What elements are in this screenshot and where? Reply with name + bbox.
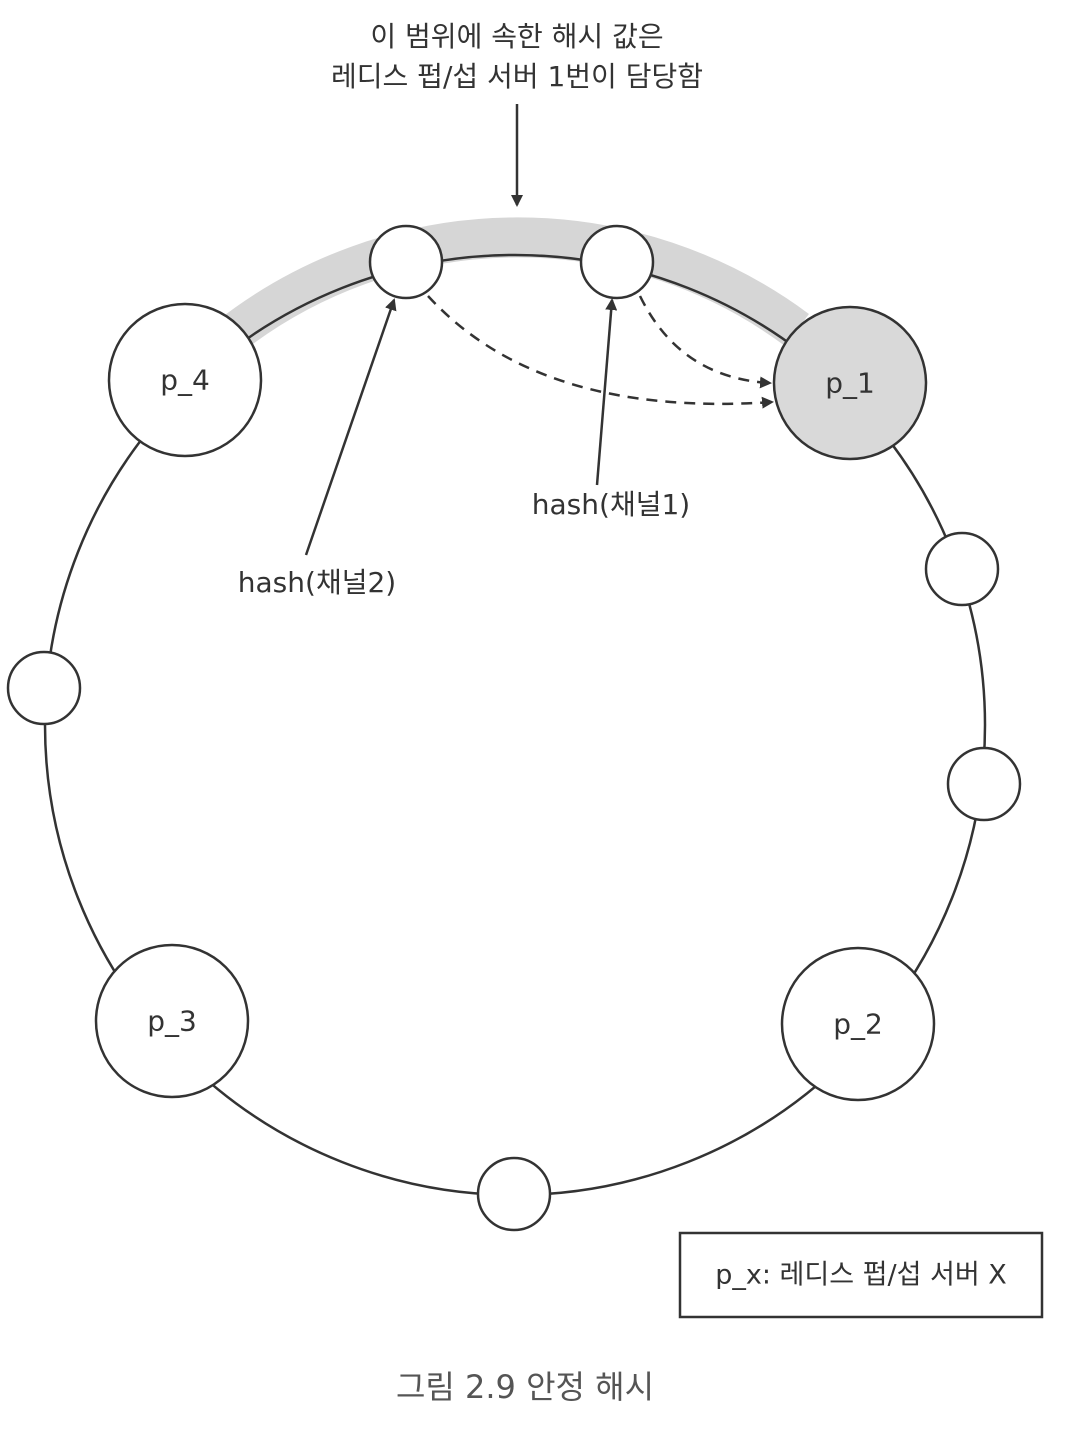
legend: p_x: 레디스 펍/섭 서버 X: [678, 1231, 1044, 1319]
ring-node: [476, 1156, 552, 1232]
server-label-p4: p_4: [160, 364, 210, 397]
server-label-p1: p_1: [825, 367, 875, 400]
ring-node: [924, 531, 1000, 607]
dashed-arrow-channel1-to-p1: [638, 295, 772, 389]
server-node-p2: p_2: [780, 946, 936, 1102]
annotation-line2: 레디스 펍/섭 서버 1번이 담당함: [331, 60, 703, 93]
highlight-range-band: [216, 217, 809, 353]
server-label-p3: p_3: [147, 1005, 197, 1038]
figure-caption: 그림 2.9 안정 해시: [396, 1368, 654, 1406]
pointer-arrow-channel1: [595, 298, 618, 486]
hash-label-channel1: hash(채널1): [532, 488, 690, 521]
ring-node: [946, 746, 1022, 822]
annotation-line1: 이 범위에 속한 해시 값은: [370, 20, 663, 53]
server-node-p1: p_1: [772, 305, 928, 461]
ring-node: [6, 650, 82, 726]
hash-label-channel2: hash(채널2): [238, 566, 396, 599]
ring-node-hash-channel2: [368, 224, 444, 300]
pointer-arrow-channel2: [304, 298, 397, 556]
dashed-arrow-channel2-to-p1: [427, 295, 774, 409]
server-node-p3: p_3: [94, 943, 250, 1099]
server-label-p2: p_2: [833, 1008, 883, 1041]
server-node-p4: p_4: [107, 302, 263, 458]
ring-node-hash-channel1: [579, 224, 655, 300]
legend-text: p_x: 레디스 펍/섭 서버 X: [715, 1260, 1007, 1291]
